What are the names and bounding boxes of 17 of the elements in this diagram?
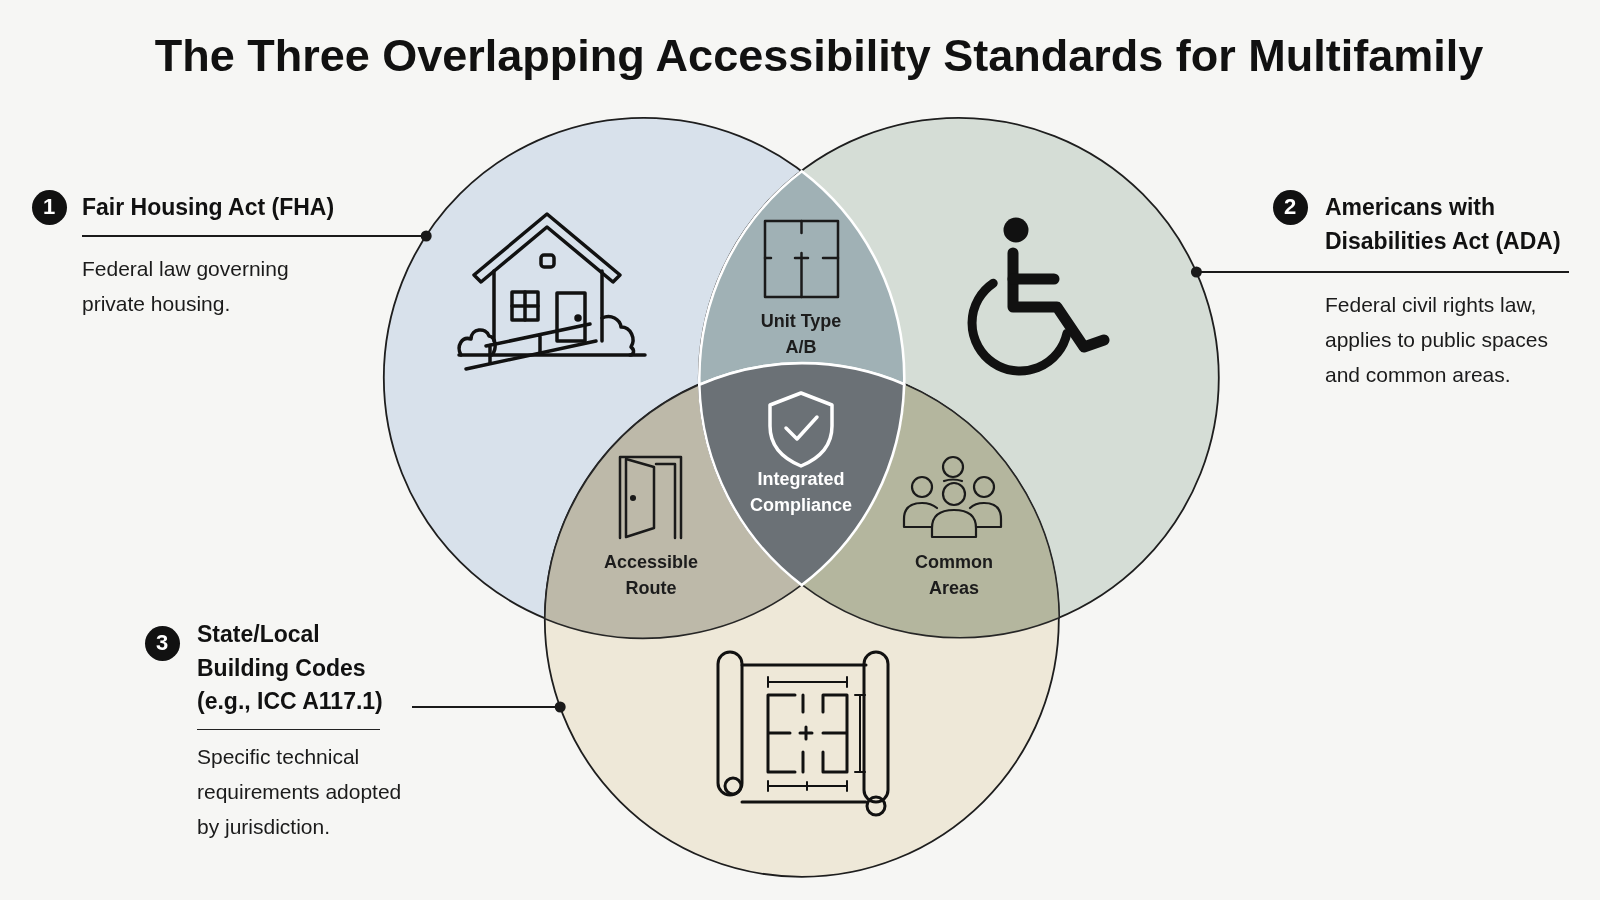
callout-description: Specific technical requirements adopted by jurisdiction.: [197, 744, 403, 840]
diagram-title: The Three Overlapping Accessibility Standards for Multifamily: [154, 29, 1484, 83]
leader-line: [411, 701, 566, 713]
callout-heading: State/Local Building Codes (e.g., ICC A117.1): [197, 620, 384, 716]
callout-number: 2: [1272, 189, 1308, 225]
region-label: Integrated Compliance: [748, 468, 853, 517]
region-label: Unit Type A/B: [759, 310, 843, 359]
region-label: Accessible Route: [602, 551, 699, 600]
region-label: Common Areas: [914, 551, 994, 600]
callout-number: 3: [144, 625, 180, 661]
callout-number: 1: [31, 189, 67, 225]
callout-description: Federal law governing private housing.: [82, 256, 290, 317]
leader-line: [1190, 266, 1570, 278]
leader-line: [81, 230, 432, 242]
callout-heading: Americans with Disabilities Act (ADA): [1325, 193, 1562, 256]
callout-description: Federal civil rights law, applies to public spaces and common areas.: [1325, 291, 1549, 388]
callout-heading: Fair Housing Act (FHA): [82, 193, 336, 221]
